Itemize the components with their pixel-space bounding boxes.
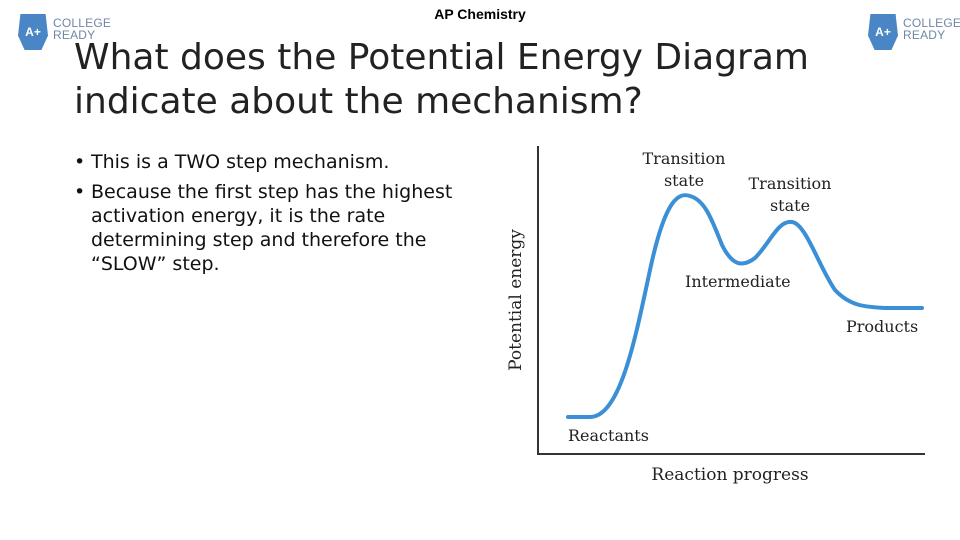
logo-badge-icon: A+ (18, 14, 48, 50)
bullet-item: This is a TWO step mechanism. (74, 150, 474, 174)
logo-badge-icon: A+ (868, 14, 898, 50)
logo-text-line2: READY (903, 28, 946, 42)
logo-text: COLLEGE READY (53, 17, 111, 41)
slide-title: What does the Potential Energy Diagram i… (74, 36, 834, 124)
reactants-label: Reactants (568, 426, 649, 445)
slide-header: AP Chemistry (434, 6, 526, 22)
bullet-item: Because the first step has the highest a… (74, 180, 474, 276)
y-axis-label: Potential energy (506, 229, 526, 371)
intermediate-label: Intermediate (685, 272, 791, 291)
logo-text-line1: COLLEGE (903, 16, 960, 30)
slide-title-line2: indicate about the mechanism? (74, 81, 643, 122)
ts2-label-line1: Transition (749, 174, 832, 193)
college-ready-logo-right: A+ COLLEGE READY (866, 8, 960, 52)
ts1-label-line2: state (664, 171, 704, 190)
ts2-label-line2: state (770, 196, 810, 215)
slide-title-line1: What does the Potential Energy Diagram (74, 37, 809, 78)
logo-text: COLLEGE READY (903, 17, 960, 41)
logo-text-line2: READY (53, 28, 96, 42)
energy-curve (566, 193, 924, 419)
bullet-list: This is a TWO step mechanism. Because th… (74, 150, 474, 282)
potential-energy-diagram: Transition state Transition state Interm… (506, 146, 925, 485)
products-label: Products (846, 317, 918, 336)
ts1-label-line1: Transition (643, 149, 726, 168)
logo-text-line1: COLLEGE (53, 16, 112, 30)
x-axis-label: Reaction progress (651, 465, 808, 485)
college-ready-logo-left: A+ COLLEGE READY (16, 8, 111, 52)
